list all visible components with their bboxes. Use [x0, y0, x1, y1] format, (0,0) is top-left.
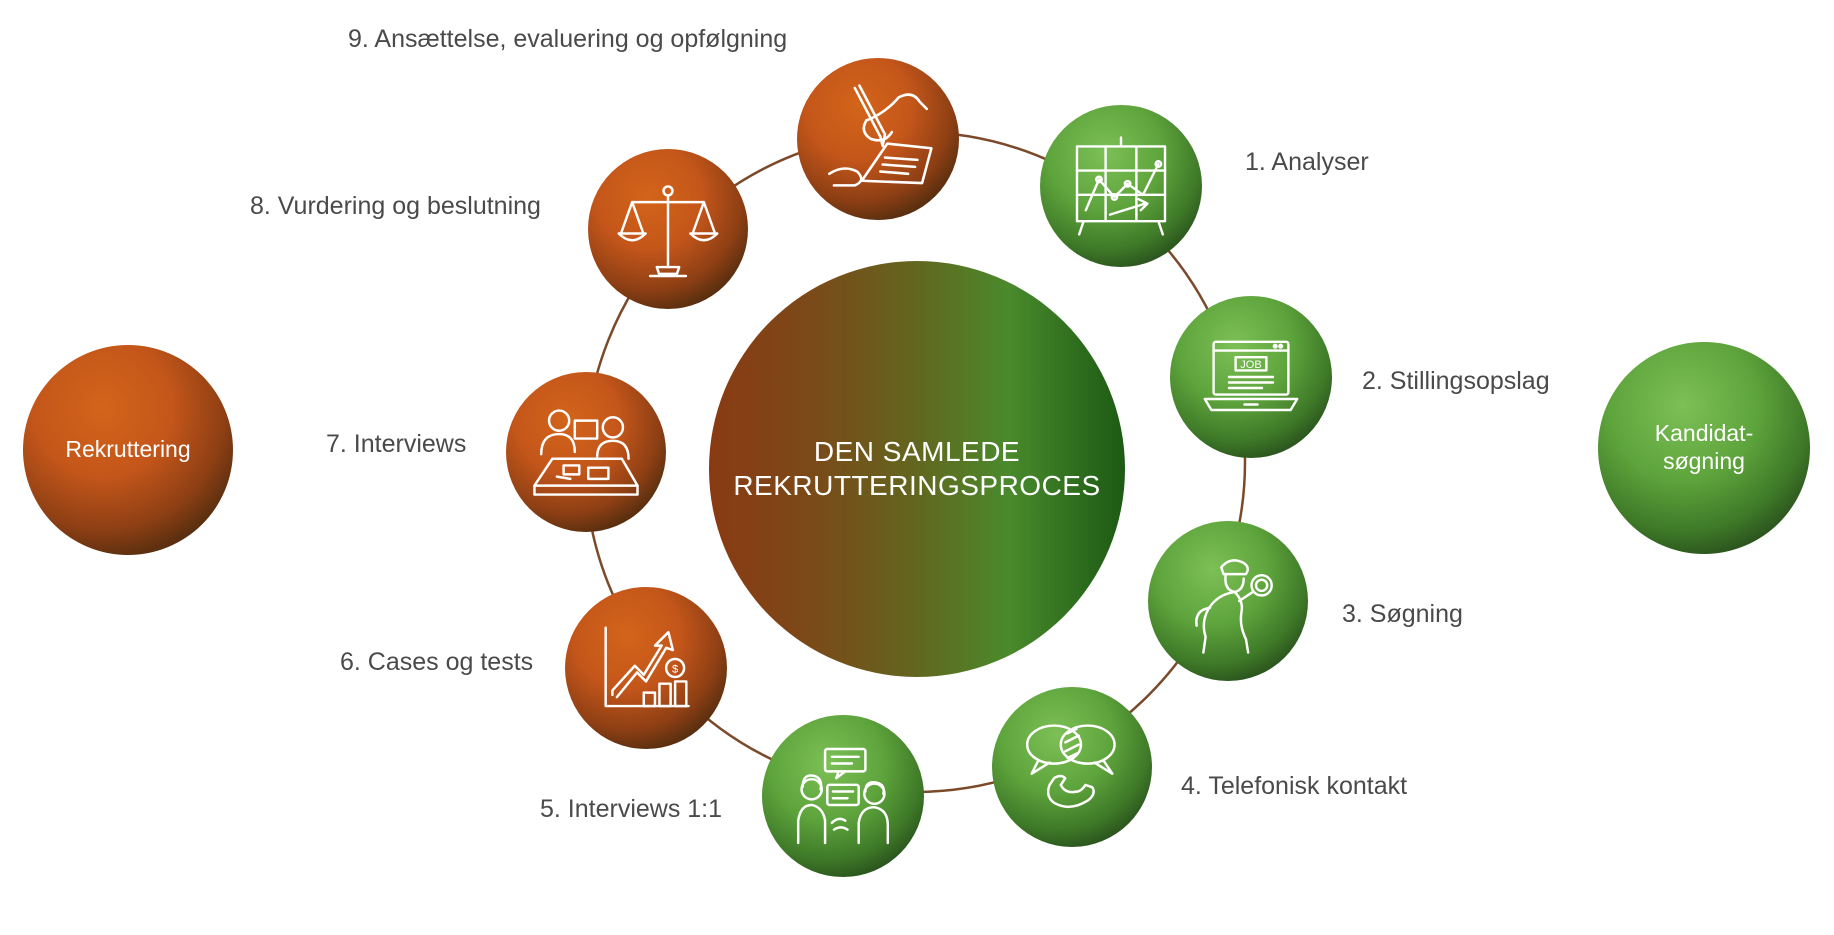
center-title-line1: DEN SAMLEDE — [813, 436, 1021, 468]
step-1-circle — [1040, 105, 1202, 267]
kandidatsoegning-label-line1: Kandidat- — [1654, 420, 1754, 447]
rekruttering-label: Rekruttering — [65, 436, 191, 463]
step-2-circle: JOB — [1170, 296, 1332, 458]
job-laptop-icon: JOB — [1196, 322, 1306, 432]
step-4-circle — [992, 687, 1152, 847]
svg-text:$: $ — [672, 663, 679, 675]
center-circle: DEN SAMLEDE REKRUTTERINGSPROCES — [709, 261, 1125, 677]
kandidatsoegning-label-line2: søgning — [1663, 448, 1745, 474]
step-5-circle — [762, 715, 924, 877]
step-8-label: 8. Vurdering og beslutning — [250, 192, 541, 220]
step-2-label: 2. Stillingsopslag — [1362, 367, 1550, 395]
step-1-label: 1. Analyser — [1245, 148, 1369, 176]
scales-icon — [612, 173, 724, 285]
step-9-circle — [797, 58, 959, 220]
step-6-circle: $ — [565, 587, 727, 749]
conversation-icon — [787, 740, 899, 852]
detective-magnifier-icon — [1172, 545, 1284, 657]
kandidatsoegning-circle: Kandidat- søgning — [1598, 342, 1810, 554]
rekruttering-circle: Rekruttering — [23, 345, 233, 555]
center-title-line2: REKRUTTERINGSPROCES — [733, 470, 1101, 501]
step-9-label: 9. Ansættelse, evaluering og opfølgning — [348, 25, 788, 53]
analysis-chart-icon — [1066, 131, 1176, 241]
phone-chat-icon — [1016, 711, 1128, 823]
step-3-label: 3. Søgning — [1342, 600, 1463, 628]
step-8-circle — [588, 149, 748, 309]
meeting-table-icon — [530, 396, 642, 508]
step-3-circle — [1148, 521, 1308, 681]
signing-contract-icon — [820, 81, 936, 197]
step-7-label: 7. Interviews — [326, 430, 467, 458]
step-5-label: 5. Interviews 1:1 — [540, 795, 723, 823]
step-6-label: 6. Cases og tests — [340, 648, 534, 676]
growth-chart-icon: $ — [590, 612, 702, 724]
step-7-circle — [506, 372, 666, 532]
svg-text:JOB: JOB — [1240, 359, 1261, 371]
step-4-label: 4. Telefonisk kontakt — [1181, 772, 1408, 800]
